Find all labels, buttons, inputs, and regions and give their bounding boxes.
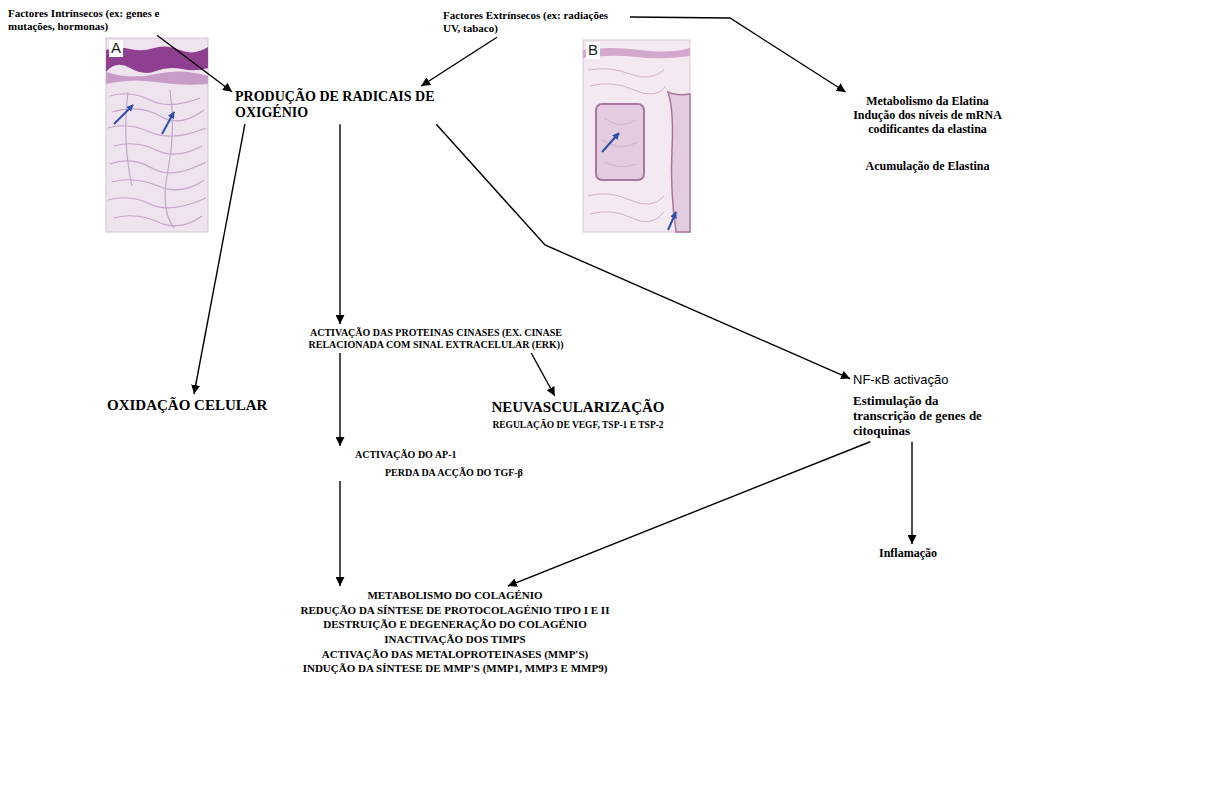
step-text: INACTIVAÇÃO DOS TIMPS (238, 633, 672, 646)
step-text: Inflamação (879, 547, 937, 561)
flow-arrow (339, 481, 340, 586)
flow-step: Metabolismo da ElatinaIndução dos níveis… (830, 92, 1025, 177)
flow-arrow (508, 442, 870, 586)
image-a-fibres (108, 90, 206, 228)
step-text: NEUVASCULARIZAÇÃO (465, 399, 691, 416)
step-text: Indução dos níveis de mRNA codificantes … (833, 109, 1022, 137)
step-text: METABOLISMO DO COLAGÉNIO (238, 589, 672, 602)
flow-step: METABOLISMO DO COLAGÉNIO REDUÇÃO DA SÍNTE… (235, 586, 675, 678)
step-text: PRODUÇÃO DE RADICAIS DE OXIGÉNIO (235, 89, 444, 121)
image-b-arrow (602, 133, 619, 152)
flow-arrow (339, 124, 340, 324)
flow-step: NF-κB activaçãoEstimulação da transcriçã… (850, 370, 985, 442)
step-text: Factores Intrínsecos (ex: genes e mutaçõ… (8, 7, 192, 32)
step-text: Metabolismo da Elatina (833, 95, 1022, 109)
flow-arrow (630, 17, 846, 92)
image-b-elastosis-region (668, 92, 690, 232)
image-a-papillary-layer (106, 71, 208, 84)
image-a-ground (106, 38, 208, 232)
step-text: INDUÇÃO DA SÍNTESE DE MMP'S (MMP1, MMP3 … (238, 662, 672, 675)
step-text: PERDA DA ACÇÃO DO TGF-β (333, 467, 552, 479)
flow-step: PRODUÇÃO DE RADICAIS DE OXIGÉNIO (232, 86, 447, 124)
flow-step: NEUVASCULARIZAÇÃO REGULAÇÃO DE VEGF, TSP-… (462, 396, 694, 434)
flow-arrow (194, 124, 245, 394)
histology-image-b (583, 40, 690, 232)
flow-step: OXIDAÇÃO CELULAR (104, 394, 304, 417)
step-text: REDUÇÃO DA SÍNTESE DE PROTOCOLAGÉNIO TIP… (238, 604, 672, 617)
flow-arrow (531, 353, 555, 396)
image-a-arrow (162, 112, 174, 134)
flow-step: Factores Extrínsecos (ex: radiações UV, … (440, 6, 630, 37)
step-text: DESTRUIÇÃO E DEGENERAÇÃO DO COLAGÉNIO (238, 618, 672, 631)
image-b-ground (583, 40, 690, 232)
step-text: REGULAÇÃO DE VEGF, TSP-1 E TSP-2 (465, 420, 691, 431)
flow-arrow (911, 442, 912, 544)
image-b-arrow (668, 212, 676, 230)
step-text: Acumulação de Elastina (833, 160, 1022, 174)
flow-arrow (157, 35, 232, 91)
step-text: ACTIVAÇÃO DAS PROTEINAS CINASES (EX. CIN… (303, 327, 569, 350)
step-text: ACTIVAÇÃO DO AP-1 (333, 449, 552, 461)
step-text: OXIDAÇÃO CELULAR (107, 397, 301, 414)
step-text: ACTIVAÇÃO DAS METALOPROTEINASES (MMP'S) (238, 648, 672, 661)
step-text: NF-κB activação (853, 373, 982, 388)
image-b-elastosis-region (596, 104, 644, 180)
step-text: Estimulação da transcrição de genes de c… (853, 394, 982, 439)
step-text: Factores Extrínsecos (ex: radiações UV, … (443, 9, 627, 34)
flow-arrow (421, 37, 497, 86)
image-a-arrow (114, 105, 133, 124)
histology-image-a (106, 38, 208, 232)
panel-letter: A (109, 40, 123, 57)
flow-step: ACTIVAÇÃO DO AP-1PERDA DA ACÇÃO DO TGF-β (330, 446, 555, 481)
panel-letter: B (586, 42, 600, 59)
flow-step: Inflamação (876, 544, 940, 564)
flow-arrow (339, 353, 340, 446)
image-b-fibres (588, 69, 666, 222)
flow-step: Factores Intrínsecos (ex: genes e mutaçõ… (5, 4, 195, 35)
flow-step: ACTIVAÇÃO DAS PROTEINAS CINASES (EX. CIN… (300, 324, 572, 353)
